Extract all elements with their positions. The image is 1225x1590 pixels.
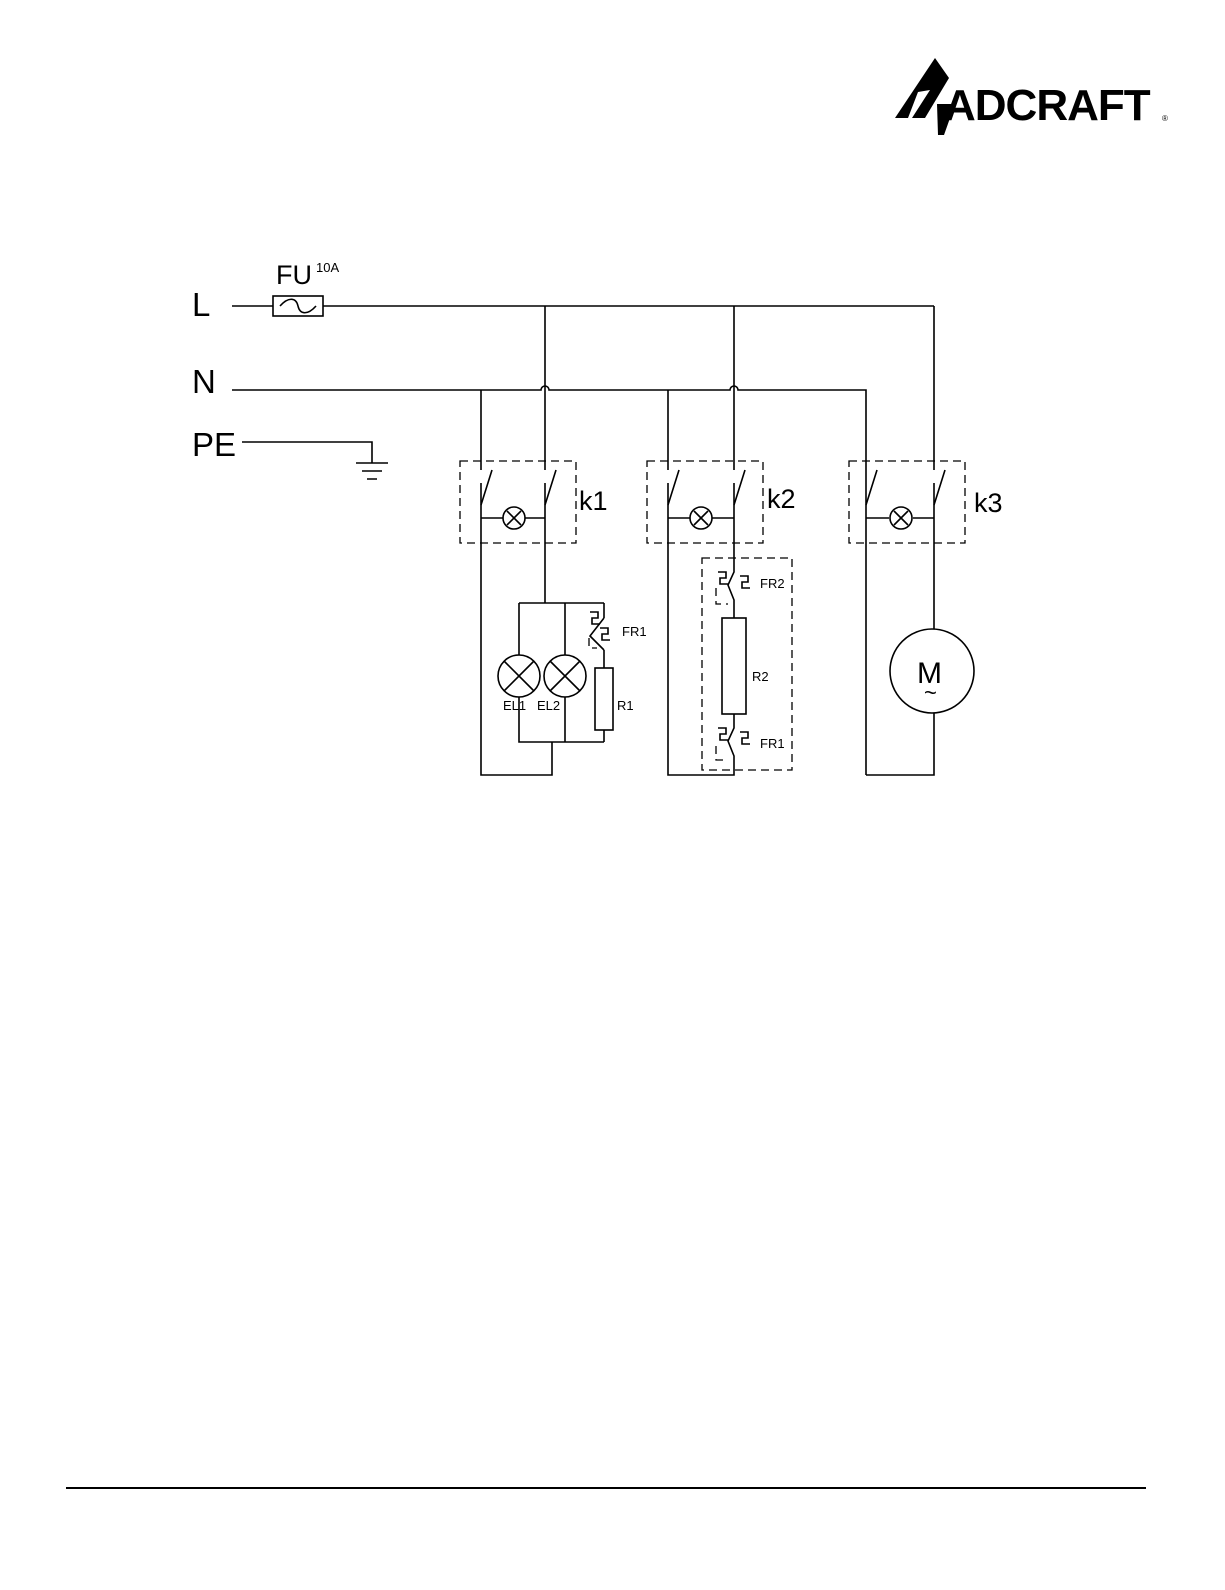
resistor-r2-label: R2 [752,669,769,684]
switch-k3-lamp [890,507,912,529]
lamp-el2 [544,655,586,697]
resistor-r1-label: R1 [617,698,634,713]
switch-k2-label: k2 [767,484,796,514]
earth-wire [242,442,372,463]
lamp-el1-label: EL1 [503,698,526,713]
lamp-el1 [498,655,540,697]
logo-text: ADCRAFT [944,81,1151,130]
fuse-rating: 10A [316,260,339,275]
label-neutral: N [192,363,216,400]
resistor-r1 [595,668,613,730]
fuse-label: FU [276,260,312,290]
motor-ac-symbol: ~ [924,680,937,705]
fr1-bottom-label: FR1 [760,736,785,751]
lamp-el2-label: EL2 [537,698,560,713]
fr2-label: FR2 [760,576,785,591]
label-earth: PE [192,426,236,463]
switch-k3-label: k3 [974,488,1003,518]
thermal-protector-fr1-top [589,612,610,650]
thermal-protector-fr1-bottom [716,714,750,767]
thermal-protector-fr2 [716,565,750,618]
registered-mark: ® [1162,114,1168,123]
switch-k2-lamp [690,507,712,529]
resistor-r2 [722,618,746,714]
fr1-top-label: FR1 [622,624,647,639]
switch-k1-frame [460,461,576,543]
adcraft-logo: ADCRAFT ® [895,58,1168,135]
label-live: L [192,286,210,323]
motor: M ~ [890,629,974,713]
switch-k2-frame [647,461,763,543]
switch-k1-lamp [503,507,525,529]
earth-symbol [356,463,388,479]
switch-k1-label: k1 [579,486,608,516]
